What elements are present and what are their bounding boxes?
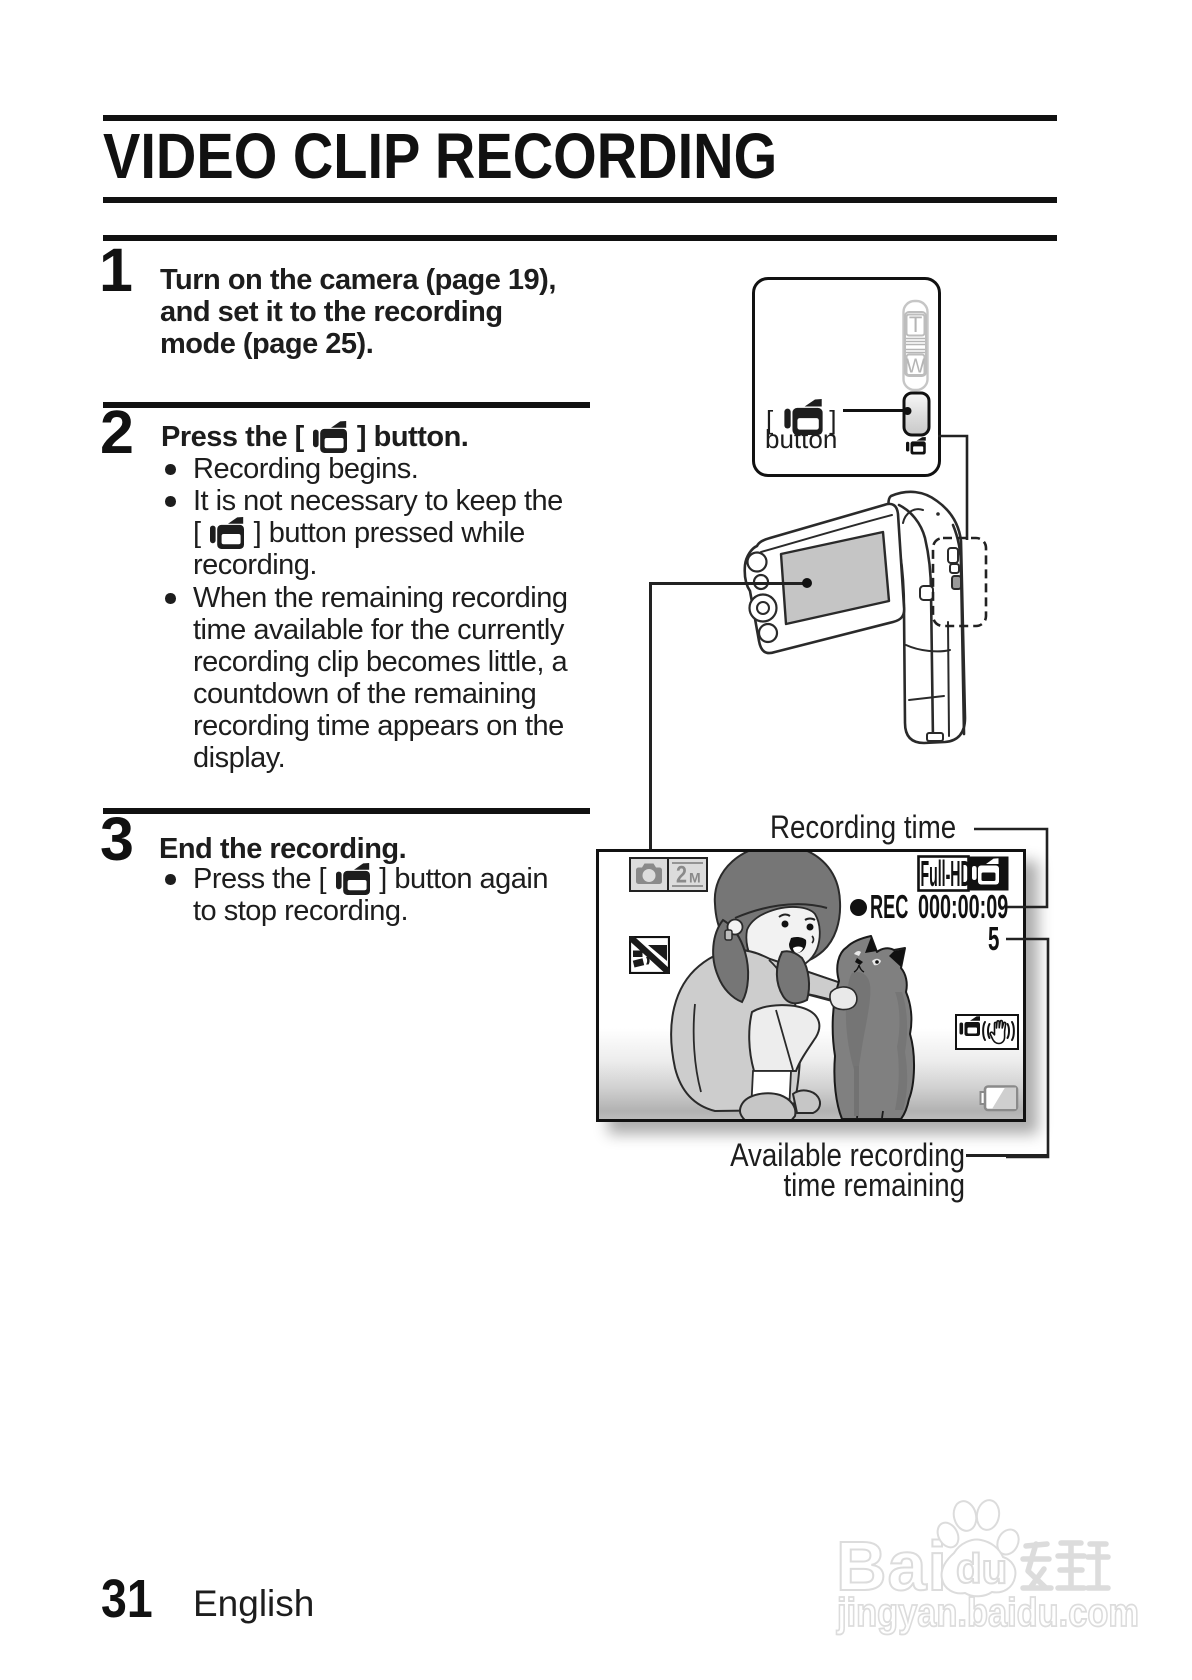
- svg-text:2: 2: [676, 861, 687, 888]
- svg-text:Bai: Bai: [836, 1527, 948, 1605]
- svg-text:jingyan.baidu.com: jingyan.baidu.com: [836, 1590, 1139, 1635]
- svg-text:Full-HD: Full-HD: [921, 855, 971, 892]
- svg-text:T: T: [909, 312, 922, 337]
- svg-text:M: M: [689, 870, 701, 886]
- svg-text:W: W: [906, 356, 925, 378]
- svg-text:du: du: [956, 1545, 1007, 1592]
